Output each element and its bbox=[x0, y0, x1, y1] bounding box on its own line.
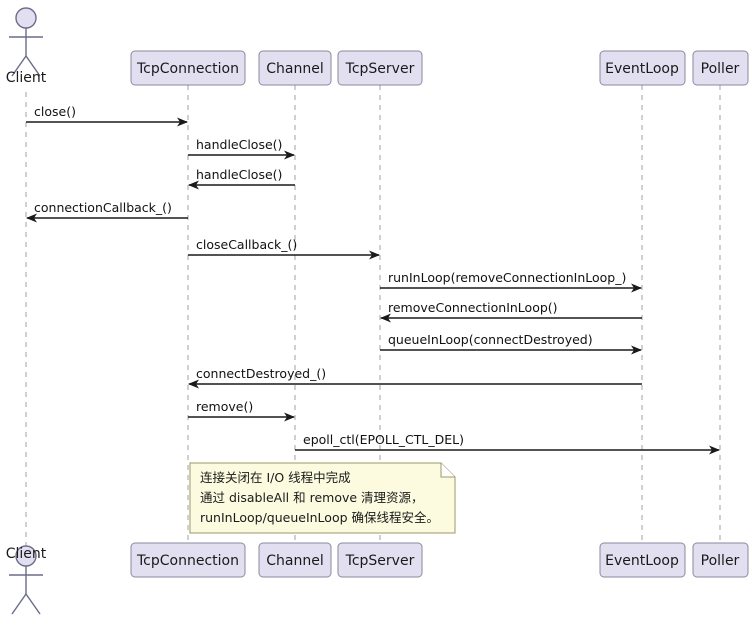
participant-box bbox=[337, 542, 423, 578]
message-3[interactable]: connectionCallback_() bbox=[26, 200, 188, 223]
participant-label: Poller bbox=[701, 61, 740, 77]
participant-tcpserver-top[interactable]: TcpServer bbox=[337, 50, 423, 86]
actor-leg-left bbox=[11, 593, 27, 615]
message-5[interactable]: runInLoop(removeConnectionInLoop_) bbox=[380, 270, 642, 293]
participant-tcpconnection-top[interactable]: TcpConnection bbox=[130, 50, 246, 86]
participant-eventloop-bottom[interactable]: EventLoop bbox=[599, 542, 686, 578]
participant-box bbox=[337, 50, 423, 86]
actor-label: Client bbox=[6, 70, 47, 86]
participant-box bbox=[130, 542, 246, 578]
participant-label: TcpServer bbox=[345, 61, 415, 77]
actor-head-icon bbox=[15, 7, 37, 29]
participant-label: Channel bbox=[266, 553, 323, 569]
participant-box bbox=[130, 50, 246, 86]
message-label: connectionCallback_() bbox=[34, 200, 172, 215]
note-body bbox=[189, 462, 456, 534]
participant-eventloop-top[interactable]: EventLoop bbox=[599, 50, 686, 86]
message-8[interactable]: connectDestroyed_() bbox=[188, 366, 642, 389]
note-line: 连接关闭在 I/O 线程中完成 bbox=[200, 470, 351, 485]
message-label: removeConnectionInLoop() bbox=[388, 300, 558, 315]
message-label: handleClose() bbox=[196, 137, 282, 152]
message-label: close() bbox=[34, 104, 76, 119]
participant-poller-top[interactable]: Poller bbox=[692, 50, 749, 86]
messages-layer: close() handleClose() handleClose() connect… bbox=[26, 104, 720, 455]
participant-box bbox=[258, 50, 332, 86]
participant-box bbox=[599, 50, 686, 86]
participant-label: EventLoop bbox=[605, 61, 679, 77]
participant-tcpconnection-bottom[interactable]: TcpConnection bbox=[130, 542, 246, 578]
note-fold-corner-icon bbox=[440, 463, 455, 478]
participant-box bbox=[692, 542, 749, 578]
participant-channel-top[interactable]: Channel bbox=[258, 50, 332, 86]
participant-box bbox=[258, 542, 332, 578]
message-label: queueInLoop(connectDestroyed) bbox=[388, 332, 593, 347]
message-10[interactable]: epoll_ctl(EPOLL_CTL_DEL) bbox=[295, 432, 720, 455]
participant-label: EventLoop bbox=[605, 553, 679, 569]
participant-channel-bottom[interactable]: Channel bbox=[258, 542, 332, 578]
message-label: connectDestroyed_() bbox=[196, 366, 326, 381]
actor-client[interactable]: Client bbox=[6, 545, 47, 615]
message-4[interactable]: closeCallback_() bbox=[188, 237, 380, 260]
message-0[interactable]: close() bbox=[26, 104, 188, 127]
note-line: runInLoop/queueInLoop 确保线程安全。 bbox=[200, 510, 439, 525]
note-line: 通过 disableAll 和 remove 清理资源， bbox=[200, 490, 424, 505]
participant-label: Channel bbox=[266, 61, 323, 77]
participant-label: Poller bbox=[701, 553, 740, 569]
participant-box bbox=[692, 50, 749, 86]
participant-box bbox=[599, 542, 686, 578]
message-9[interactable]: remove() bbox=[188, 399, 295, 422]
message-label: remove() bbox=[196, 399, 253, 414]
message-1[interactable]: handleClose() bbox=[188, 137, 295, 160]
participant-tcpserver-bottom[interactable]: TcpServer bbox=[337, 542, 423, 578]
participant-label: TcpConnection bbox=[136, 61, 239, 77]
message-label: closeCallback_() bbox=[196, 237, 297, 252]
participants-layer: ClientClientTcpConnectionTcpConnectionCh… bbox=[6, 7, 749, 615]
message-label: runInLoop(removeConnectionInLoop_) bbox=[388, 270, 626, 285]
participant-poller-bottom[interactable]: Poller bbox=[692, 542, 749, 578]
message-7[interactable]: queueInLoop(connectDestroyed) bbox=[380, 332, 642, 355]
participant-label: TcpConnection bbox=[136, 553, 239, 569]
actor-label: Client bbox=[6, 546, 47, 562]
actor-client[interactable]: Client bbox=[6, 7, 47, 86]
actor-leg-right bbox=[25, 55, 41, 77]
participant-label: TcpServer bbox=[345, 553, 415, 569]
message-2[interactable]: handleClose() bbox=[188, 167, 295, 190]
message-6[interactable]: removeConnectionInLoop() bbox=[380, 300, 642, 323]
message-label: handleClose() bbox=[196, 167, 282, 182]
actor-leg-left bbox=[11, 55, 27, 77]
message-label: epoll_ctl(EPOLL_CTL_DEL) bbox=[303, 432, 464, 447]
actor-leg-right bbox=[25, 593, 41, 615]
